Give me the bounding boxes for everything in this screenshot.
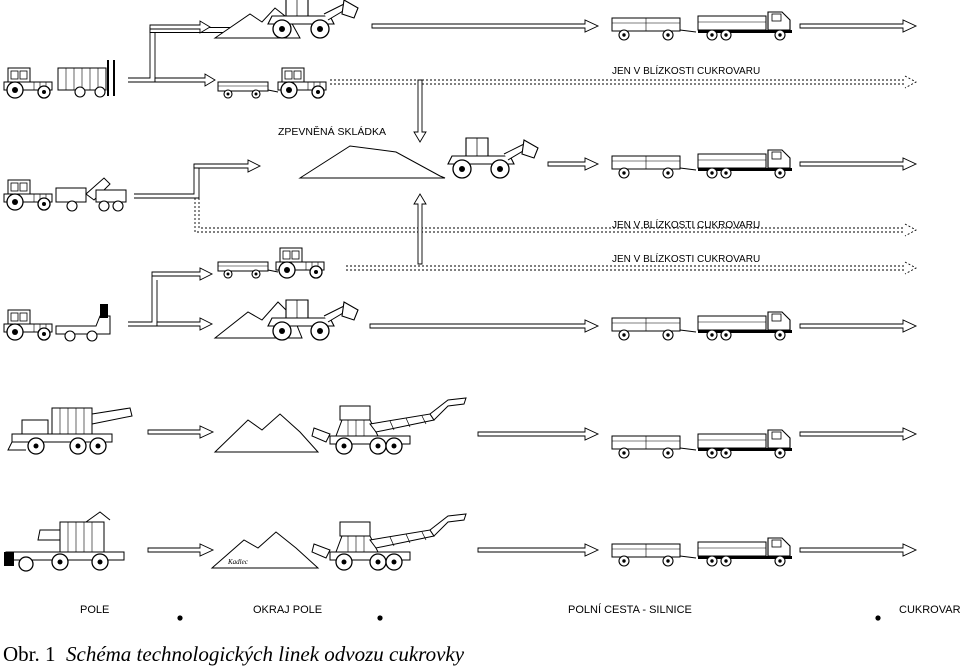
truck-trailer-icon bbox=[611, 11, 793, 41]
harvester-tanker-icon bbox=[4, 511, 125, 572]
flow-arrow bbox=[371, 19, 600, 33]
flow-arrow bbox=[151, 267, 214, 281]
row-1: JEN V BLÍZKOSTI CUKROVARU bbox=[3, 0, 918, 143]
caption-text: Schéma technologických linek odvozu cukr… bbox=[66, 642, 465, 666]
truck-trailer-icon bbox=[611, 149, 793, 179]
beet-heap bbox=[210, 531, 320, 569]
flow-arrow bbox=[477, 427, 600, 441]
tractor-icon bbox=[275, 247, 325, 279]
dotted-route bbox=[194, 198, 905, 233]
flow-arrow bbox=[147, 543, 215, 557]
trailer-icon bbox=[217, 261, 279, 279]
up-arrow bbox=[413, 193, 427, 265]
stage-field-edge: OKRAJ POLE bbox=[253, 604, 322, 616]
author-signature: Kadlec bbox=[227, 558, 249, 566]
stage-factory: CUKROVAR bbox=[899, 604, 960, 616]
flow-arrow bbox=[156, 317, 214, 331]
loader-icon bbox=[267, 0, 359, 39]
harvester-icon bbox=[7, 407, 133, 455]
dotted-route bbox=[198, 198, 905, 229]
cleaner-loader-icon bbox=[311, 513, 467, 571]
stage-legend: POLE OKRAJ POLE POLNÍ CESTA - SILNICE CU… bbox=[80, 603, 960, 621]
towed-harvester-icon bbox=[55, 304, 111, 342]
row-4 bbox=[7, 397, 918, 459]
row-3: JEN V BLÍZKOSTI CUKROVARU bbox=[3, 247, 918, 342]
flow-arrow bbox=[799, 427, 918, 441]
tractor-icon bbox=[277, 67, 327, 99]
flow-arrow bbox=[799, 543, 918, 557]
row-5: Kadlec bbox=[4, 511, 918, 572]
towed-harvester-icon bbox=[55, 177, 127, 212]
flow-arrow bbox=[149, 20, 211, 34]
flow-arrow bbox=[369, 319, 600, 333]
caption-prefix: Obr. 1 bbox=[3, 642, 56, 666]
storage-heap bbox=[298, 145, 446, 179]
truck-trailer-icon bbox=[611, 429, 793, 459]
tractor-icon bbox=[3, 179, 53, 211]
down-arrow bbox=[413, 79, 427, 143]
near-factory-label: JEN V BLÍZKOSTI CUKROVARU bbox=[612, 218, 760, 231]
tractor-icon bbox=[3, 309, 53, 341]
stage-road: POLNÍ CESTA - SILNICE bbox=[568, 603, 692, 616]
near-factory-label: JEN V BLÍZKOSTI CUKROVARU bbox=[612, 64, 760, 77]
dotted-arrowhead bbox=[904, 261, 917, 275]
flow-arrow bbox=[193, 159, 262, 173]
connector-line bbox=[134, 164, 195, 195]
figure-caption: Obr. 1 Schéma technologických linek odvo… bbox=[3, 642, 464, 667]
stage-separator-dot bbox=[875, 615, 881, 621]
cleaner-loader-icon bbox=[311, 397, 467, 455]
connector-line bbox=[134, 168, 200, 199]
truck-trailer-icon bbox=[611, 311, 793, 341]
flow-arrow bbox=[799, 319, 918, 333]
stage-field: POLE bbox=[80, 604, 109, 616]
connector-line bbox=[128, 280, 158, 327]
dotted-arrowhead bbox=[904, 75, 917, 89]
near-factory-label: JEN V BLÍZKOSTI CUKROVARU bbox=[612, 252, 760, 265]
trailer-icon bbox=[217, 81, 279, 99]
loader-icon bbox=[447, 137, 539, 179]
flow-arrow bbox=[154, 73, 216, 87]
tractor-icon bbox=[3, 67, 53, 99]
stage-separator-dot bbox=[377, 615, 383, 621]
connector-line bbox=[128, 276, 153, 323]
flow-arrow bbox=[477, 543, 600, 557]
truck-trailer-icon bbox=[611, 537, 793, 567]
connector-line bbox=[128, 28, 151, 79]
flow-arrow bbox=[547, 157, 600, 171]
towed-harvester-icon bbox=[57, 60, 115, 98]
stage-separator-dot bbox=[177, 615, 183, 621]
storage-label: ZPEVNĚNÁ SKLÁDKA bbox=[278, 125, 386, 138]
connector-line bbox=[128, 32, 156, 83]
row-2: ZPEVNĚNÁ SKLÁDKA JEN V BLÍZKOSTI CUKROVA… bbox=[3, 125, 918, 265]
dotted-arrowhead bbox=[904, 223, 917, 237]
flow-arrow bbox=[799, 157, 918, 171]
flow-arrow bbox=[799, 19, 918, 33]
beet-heap bbox=[213, 413, 320, 453]
flow-arrow bbox=[147, 425, 215, 439]
